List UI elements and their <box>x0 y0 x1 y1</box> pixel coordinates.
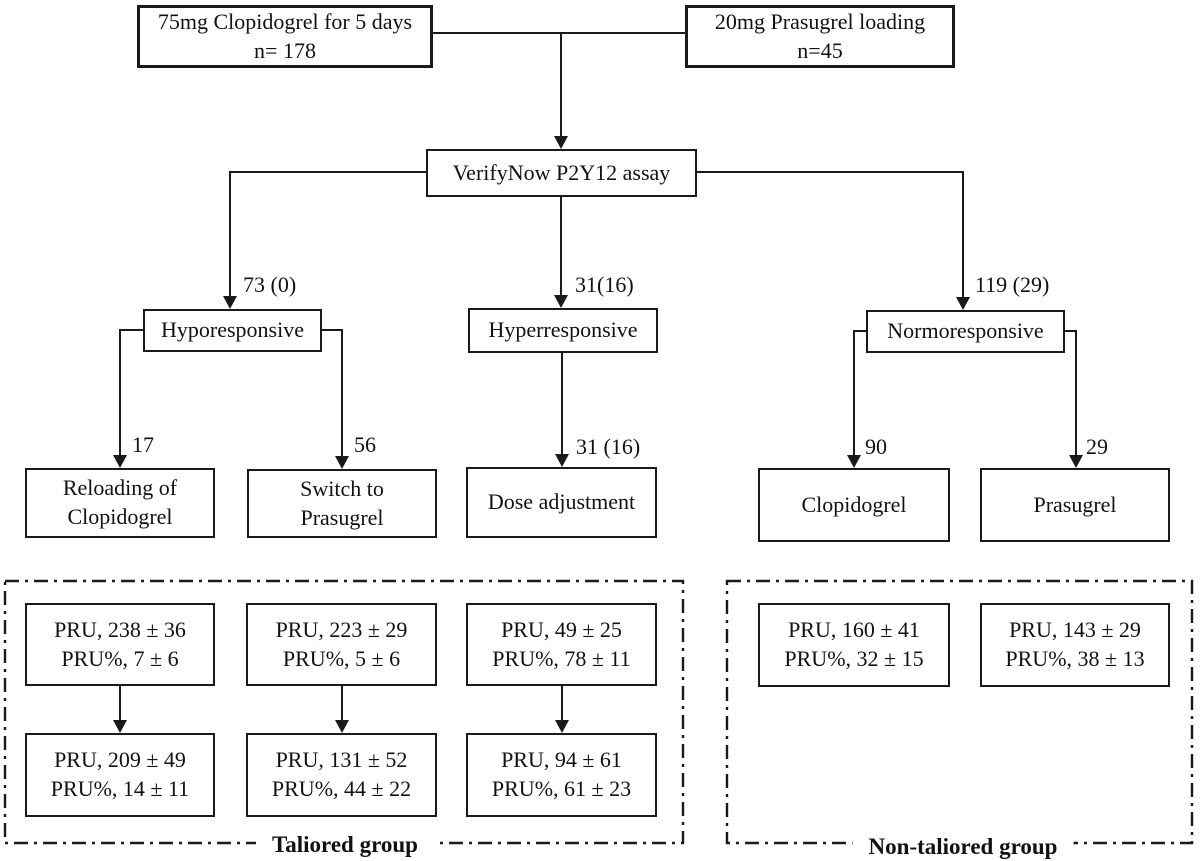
count-prasugrel: 29 <box>1086 434 1108 459</box>
connector-pru-col2 <box>335 686 349 733</box>
node-verifynow-assay: VerifyNow P2Y12 assay <box>426 149 697 197</box>
connector-pru-col3 <box>555 686 569 733</box>
pru-box-reloading-after: PRU, 209 ± 49 PRU%, 14 ± 11 <box>25 733 215 817</box>
tailored-group-label: Taliored group <box>256 832 434 858</box>
connector-hyper-to-dose <box>555 351 569 467</box>
pru-percent: PRU%, 44 ± 22 <box>271 776 412 801</box>
pru-box-dose-after: PRU, 94 ± 61 PRU%, 61 ± 23 <box>466 733 657 817</box>
connector-hypo-to-reloading <box>113 329 143 468</box>
count-hyperresponsive: 31(16) <box>575 272 634 297</box>
pru-percent: PRU%, 14 ± 11 <box>50 776 190 801</box>
non-tailored-group-label: Non-taliored group <box>852 834 1074 860</box>
node-prasugrel-loading: 20mg Prasugrel loading n=45 <box>685 5 955 68</box>
pru-box-switch-before: PRU, 223 ± 29 PRU%, 5 ± 6 <box>246 603 437 686</box>
node-clopidogrel-loading-line1: 75mg Clopidogrel for 5 days <box>157 8 413 34</box>
pru-box-clopidogrel: PRU, 160 ± 41 PRU%, 32 ± 15 <box>758 603 950 687</box>
node-verifynow-assay-label: VerifyNow P2Y12 assay <box>452 159 671 185</box>
pru-value: PRU, 223 ± 29 <box>275 616 408 642</box>
count-normoresponsive: 119 (29) <box>975 272 1050 297</box>
connector-normo-to-prasugrel <box>1065 330 1083 468</box>
pru-value: PRU, 143 ± 29 <box>1009 617 1141 643</box>
node-prasugrel-label: Prasugrel <box>1033 491 1117 517</box>
connector-assay-to-hypo <box>223 171 426 309</box>
pru-value: PRU, 94 ± 61 <box>501 747 622 773</box>
connector-assay-to-normo <box>697 171 970 310</box>
count-reloading: 17 <box>132 432 154 457</box>
pru-percent: PRU%, 5 ± 6 <box>282 645 401 671</box>
connector-hypo-to-switch <box>322 329 349 469</box>
node-prasugrel-loading-line1: 20mg Prasugrel loading <box>714 8 926 34</box>
connector-top-to-assay <box>433 32 685 149</box>
pru-value: PRU, 238 ± 36 <box>54 616 186 642</box>
connector-normo-to-clopidogrel <box>847 330 866 468</box>
node-hyperresponsive: Hyperresponsive <box>468 308 658 353</box>
count-clopidogrel: 90 <box>865 434 887 459</box>
connector-pru-col1 <box>113 686 127 733</box>
node-clopidogrel-label: Clopidogrel <box>801 491 907 517</box>
node-switch-line1: Switch to <box>300 475 384 501</box>
node-prasugrel: Prasugrel <box>980 468 1170 542</box>
node-dose-adjustment-label: Dose adjustment <box>487 489 636 515</box>
node-switch-line2: Prasugrel <box>300 504 384 530</box>
connector-assay-to-hyper <box>554 197 568 308</box>
node-clopidogrel-loading-line2: n= 178 <box>254 37 316 63</box>
node-dose-adjustment: Dose adjustment <box>466 467 657 538</box>
node-reloading-clopidogrel: Reloading of Clopidogrel <box>25 468 215 538</box>
pru-box-switch-after: PRU, 131 ± 52 PRU%, 44 ± 22 <box>246 733 437 817</box>
node-reloading-line2: Clopidogrel <box>67 504 173 529</box>
pru-value: PRU, 49 ± 25 <box>501 616 622 642</box>
pru-value: PRU, 131 ± 52 <box>275 747 408 773</box>
node-normoresponsive-label: Normoresponsive <box>887 318 1044 344</box>
node-normoresponsive: Normoresponsive <box>866 310 1065 353</box>
node-hyporesponsive-label: Hyporesponsive <box>161 317 304 343</box>
pru-percent: PRU%, 7 ± 6 <box>61 645 179 671</box>
pru-value: PRU, 160 ± 41 <box>788 617 920 643</box>
pru-percent: PRU%, 78 ± 11 <box>492 645 631 671</box>
pru-box-dose-before: PRU, 49 ± 25 PRU%, 78 ± 11 <box>466 603 657 686</box>
pru-box-prasugrel: PRU, 143 ± 29 PRU%, 38 ± 13 <box>980 603 1170 687</box>
node-reloading-line1: Reloading of <box>62 475 178 501</box>
node-switch-prasugrel: Switch to Prasugrel <box>247 469 437 538</box>
count-switch: 56 <box>354 432 376 457</box>
pru-percent: PRU%, 38 ± 13 <box>1005 646 1145 671</box>
node-clopidogrel-loading: 75mg Clopidogrel for 5 days n= 178 <box>137 5 433 68</box>
node-hyperresponsive-label: Hyperresponsive <box>488 317 638 343</box>
pru-value: PRU, 209 ± 49 <box>54 747 186 773</box>
node-clopidogrel: Clopidogrel <box>758 468 950 542</box>
pru-box-reloading-before: PRU, 238 ± 36 PRU%, 7 ± 6 <box>25 603 215 686</box>
node-hyporesponsive: Hyporesponsive <box>143 309 322 352</box>
pru-percent: PRU%, 61 ± 23 <box>491 776 632 801</box>
count-dose-adjustment: 31 (16) <box>576 434 641 459</box>
count-hyporesponsive: 73 (0) <box>243 272 297 297</box>
pru-percent: PRU%, 32 ± 15 <box>784 646 924 671</box>
node-prasugrel-loading-line2: n=45 <box>797 37 843 63</box>
